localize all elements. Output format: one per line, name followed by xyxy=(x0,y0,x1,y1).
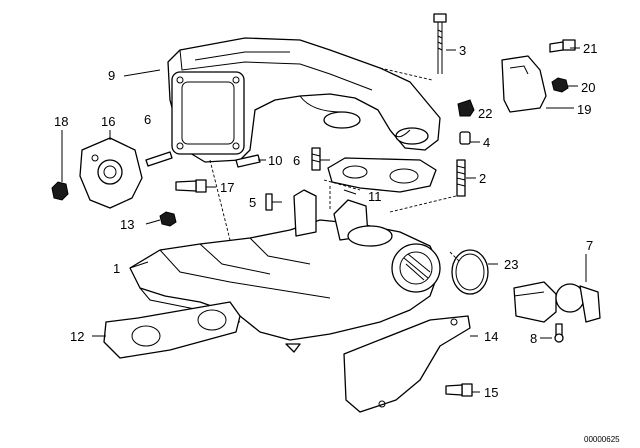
screw-8 xyxy=(554,323,564,343)
callout-11: 11 xyxy=(368,189,382,204)
callout-12: 12 xyxy=(70,329,84,344)
idle-control-valve xyxy=(513,281,601,323)
assembly-lines xyxy=(209,67,461,263)
o-ring-inner xyxy=(455,253,485,291)
callout-labels: 9 3 21 20 19 22 4 2 6 10 11 6 18 16 17 5… xyxy=(54,41,620,444)
callout-22: 22 xyxy=(478,106,492,121)
stud-10 xyxy=(235,154,261,168)
callout-8: 8 xyxy=(530,331,537,346)
callout-5: 5 xyxy=(249,195,256,210)
small-bolt-21 xyxy=(549,39,576,53)
support-bracket-14 xyxy=(343,315,471,413)
callout-7: 7 xyxy=(586,238,593,253)
callout-16: 16 xyxy=(101,114,115,129)
upper-intake-manifold xyxy=(167,37,441,163)
spacer-4 xyxy=(459,131,471,145)
callout-13: 13 xyxy=(120,217,134,232)
long-bolt xyxy=(433,13,447,74)
bracket-16 xyxy=(79,137,143,209)
callout-21: 21 xyxy=(583,41,597,56)
bracket-19 xyxy=(501,55,547,113)
callout-6-left: 6 xyxy=(144,112,151,127)
callout-6-right: 6 xyxy=(293,153,300,168)
callout-2: 2 xyxy=(479,171,486,186)
stud-5 xyxy=(265,193,273,211)
bolt-17 xyxy=(175,179,207,193)
callout-4: 4 xyxy=(483,135,490,150)
callout-17: 17 xyxy=(220,180,234,195)
catalog-number: 00000625 xyxy=(584,435,620,444)
gasket-11 xyxy=(327,157,437,193)
callout-20: 20 xyxy=(581,80,595,95)
bolt-15 xyxy=(445,383,473,397)
gasket-12 xyxy=(103,301,241,359)
callout-19: 19 xyxy=(577,102,591,117)
callout-15: 15 xyxy=(484,385,498,400)
callout-23: 23 xyxy=(504,257,518,272)
stud-6-left xyxy=(145,151,173,167)
o-ring-23 xyxy=(451,249,489,295)
callout-1: 1 xyxy=(113,261,120,276)
callout-14: 14 xyxy=(484,329,498,344)
lower-intake-manifold xyxy=(129,189,441,353)
leader-lines xyxy=(61,47,587,393)
callout-10: 10 xyxy=(268,153,282,168)
nut-18 xyxy=(51,181,69,201)
nut-13 xyxy=(159,211,177,227)
sleeve-22 xyxy=(457,99,475,117)
callout-9: 9 xyxy=(108,68,115,83)
nut-20 xyxy=(551,77,569,93)
stud-6 xyxy=(311,147,321,171)
callout-18: 18 xyxy=(54,114,68,129)
stud-2 xyxy=(456,159,466,197)
callout-3: 3 xyxy=(459,43,466,58)
